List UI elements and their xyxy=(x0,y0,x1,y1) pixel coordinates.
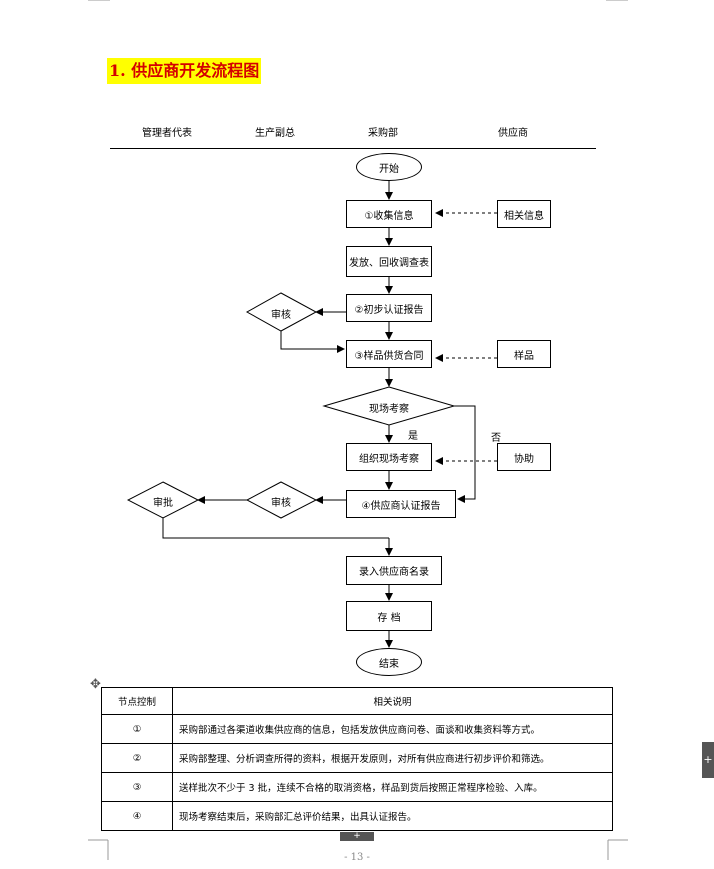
review-label-1: 审核 xyxy=(271,310,291,321)
side-add-tab[interactable]: + xyxy=(702,742,714,778)
table-cell-node: ① xyxy=(101,714,173,744)
bottom-add-tab[interactable]: + xyxy=(340,832,374,841)
table-header-node: 节点控制 xyxy=(101,687,173,715)
site-inspection-diamond xyxy=(322,386,456,426)
column-header-purchasing: 采购部 xyxy=(368,128,398,139)
plus-icon: + xyxy=(703,753,713,766)
initial-report-box: ②初步认证报告 xyxy=(346,294,432,322)
sample-contract-box: ③样品供货合同 xyxy=(346,340,432,368)
table-row: ① 采购部通过各渠道收集供应商的信息，包括发放供应商问卷、面谈和收集资料等方式。 xyxy=(101,714,613,744)
related-info-box: 相关信息 xyxy=(497,200,551,228)
table-header-row: 节点控制 相关说明 xyxy=(101,687,613,715)
assist-box: 协助 xyxy=(497,443,551,471)
review-label-2: 审核 xyxy=(271,498,291,509)
organize-inspection-box: 组织现场考察 xyxy=(346,443,432,471)
column-header-production-vp: 生产副总 xyxy=(255,128,295,139)
end-node: 结束 xyxy=(356,648,422,676)
header-rule xyxy=(110,148,596,149)
table-cell-node: ② xyxy=(101,743,173,773)
table-header-description: 相关说明 xyxy=(172,687,613,715)
plus-icon: + xyxy=(353,831,361,841)
column-header-management-rep: 管理者代表 xyxy=(142,128,192,139)
table-cell-description: 现场考察结束后，采购部汇总评价结果，出具认证报告。 xyxy=(172,801,613,831)
review-diamond-1 xyxy=(245,292,318,332)
table-row: ④ 现场考察结束后，采购部汇总评价结果，出具认证报告。 xyxy=(101,801,613,831)
cert-report-box: ④供应商认证报告 xyxy=(346,490,456,518)
approve-diamond xyxy=(126,481,200,519)
table-row: ③ 送样批次不少于 3 批，连续不合格的取消资格，样品到货后按照正常程序检验、入… xyxy=(101,772,613,802)
survey-box: 发放、回收调查表 xyxy=(346,246,432,277)
site-inspection-label: 现场考察 xyxy=(369,404,409,415)
archive-box: 存 档 xyxy=(346,601,432,631)
start-node: 开始 xyxy=(356,153,422,181)
table-row: ② 采购部整理、分析调查所得的资料，根据开发原则，对所有供应商进行初步评价和筛选… xyxy=(101,743,613,773)
page-number: - 13 - xyxy=(344,852,370,863)
table-cell-description: 采购部整理、分析调查所得的资料，根据开发原则，对所有供应商进行初步评价和筛选。 xyxy=(172,743,613,773)
sample-box: 样品 xyxy=(497,340,551,368)
table-cell-node: ④ xyxy=(101,801,173,831)
approve-label: 审批 xyxy=(153,498,173,509)
table-cell-node: ③ xyxy=(101,772,173,802)
no-label: 否 xyxy=(491,433,501,444)
collect-info-box: ①收集信息 xyxy=(346,200,432,228)
table-cell-description: 采购部通过各渠道收集供应商的信息，包括发放供应商问卷、面谈和收集资料等方式。 xyxy=(172,714,613,744)
yes-label: 是 xyxy=(408,431,418,442)
page-title: 1. 供应商开发流程图 xyxy=(107,58,262,84)
node-control-table: 节点控制 相关说明 ① 采购部通过各渠道收集供应商的信息，包括发放供应商问卷、面… xyxy=(101,687,613,831)
enter-supplier-list-box: 录入供应商名录 xyxy=(346,556,442,585)
column-header-supplier: 供应商 xyxy=(498,128,528,139)
table-cell-description: 送样批次不少于 3 批，连续不合格的取消资格，样品到货后按照正常程序检验、入库。 xyxy=(172,772,613,802)
move-handle-icon[interactable]: ✥ xyxy=(90,677,101,692)
review-diamond-2 xyxy=(245,481,318,519)
